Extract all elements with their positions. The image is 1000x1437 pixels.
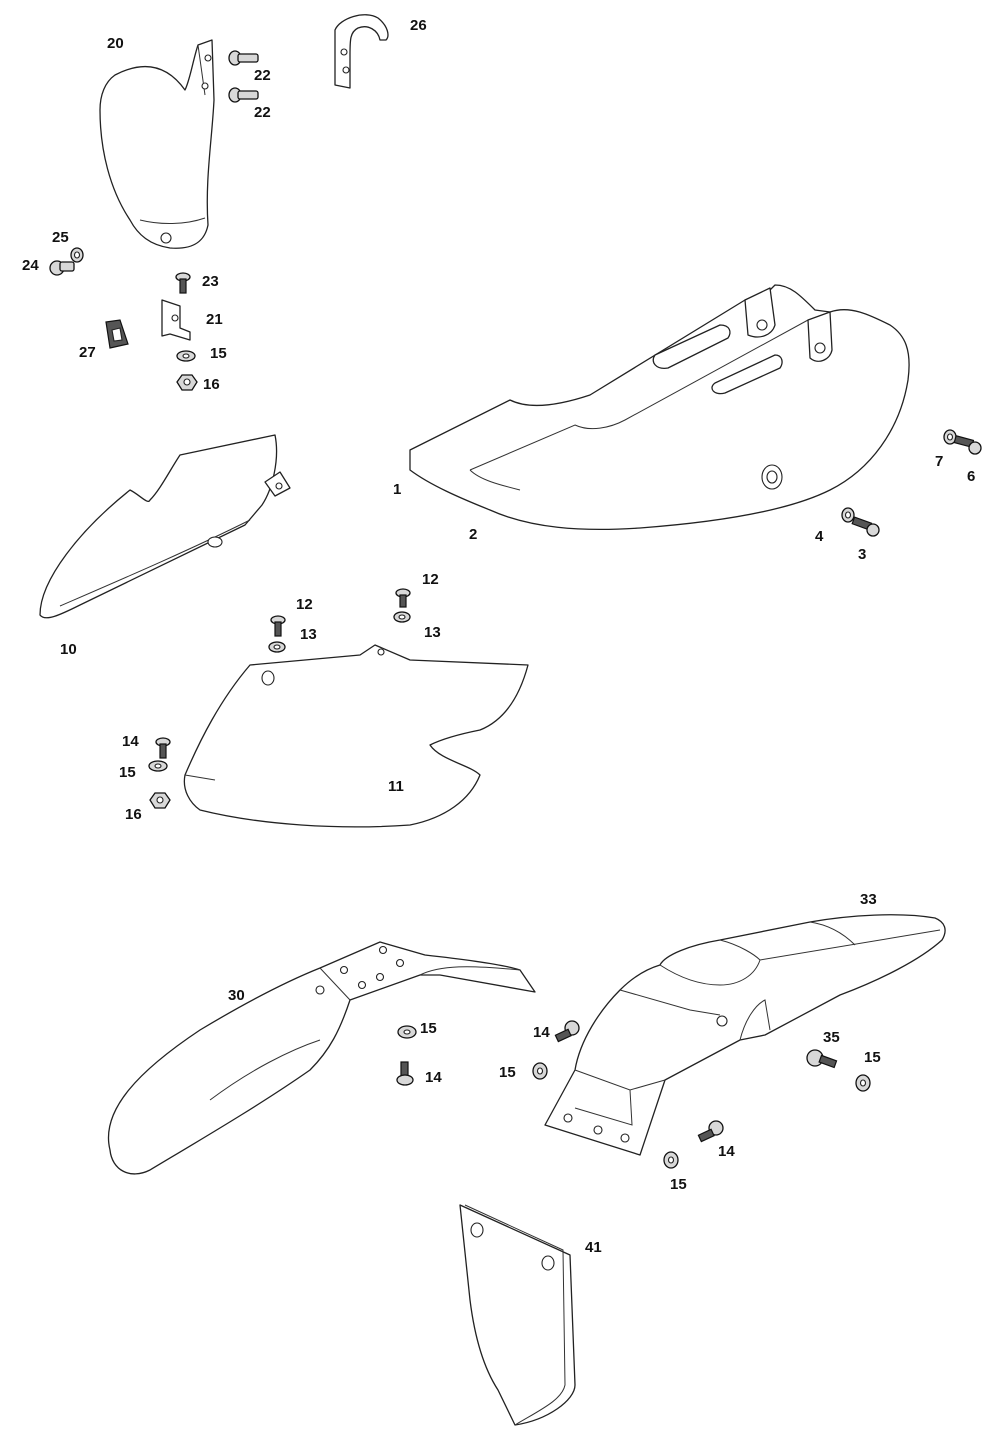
- label-33: 33: [860, 891, 877, 908]
- label-13-right: 13: [424, 624, 441, 641]
- label-14-bottom: 14: [718, 1143, 735, 1160]
- part-labels: 20 26 22 22 25 24 23 21 27 15 16 1 2 7 6…: [22, 17, 975, 1256]
- label-16-left: 16: [125, 806, 142, 823]
- bolt-3: [851, 516, 880, 537]
- nut-16-left: [149, 792, 171, 809]
- front-fender-30: [107, 941, 536, 1175]
- bolt-22-upper: [228, 50, 259, 66]
- side-panel-11: [183, 644, 529, 828]
- label-24: 24: [22, 257, 39, 274]
- label-22-upper: 22: [254, 67, 271, 84]
- label-11: 11: [388, 778, 404, 795]
- label-6: 6: [967, 468, 975, 485]
- screw-14-left: [155, 737, 171, 759]
- label-1: 1: [393, 481, 401, 498]
- washer-13-right: [393, 611, 411, 623]
- washer-15-top: [176, 350, 196, 362]
- label-26: 26: [410, 17, 427, 34]
- label-14-rear-left: 14: [533, 1024, 550, 1041]
- side-cover-1-2: [409, 284, 910, 531]
- label-27: 27: [79, 344, 96, 361]
- label-30: 30: [228, 987, 245, 1004]
- clip-27: [105, 319, 129, 349]
- label-15-rear-left: 15: [499, 1064, 516, 1081]
- label-15-bottom: 15: [670, 1176, 687, 1193]
- screw-14-rear-left: [554, 1020, 580, 1043]
- washer-25: [70, 247, 84, 263]
- label-21: 21: [206, 311, 223, 328]
- screw-14-bottom: [697, 1120, 724, 1143]
- label-13-left: 13: [300, 626, 317, 643]
- label-23: 23: [202, 273, 219, 290]
- screw-12-right: [395, 588, 411, 608]
- label-7: 7: [935, 453, 943, 470]
- washer-7: [943, 429, 957, 445]
- nut-16-top: [176, 374, 198, 391]
- label-14-left: 14: [122, 733, 139, 750]
- label-41: 41: [585, 1239, 602, 1256]
- washer-15-rear-left: [532, 1062, 548, 1080]
- clamp-26: [334, 14, 389, 89]
- label-25: 25: [52, 229, 69, 246]
- bolt-24: [49, 260, 75, 276]
- label-3: 3: [858, 546, 866, 563]
- screw-14-center: [396, 1061, 414, 1086]
- rear-fender-33: [544, 914, 946, 1156]
- label-35: 35: [823, 1029, 840, 1046]
- label-2: 2: [469, 526, 477, 543]
- label-20: 20: [107, 35, 124, 52]
- washer-4: [841, 507, 855, 523]
- washer-13-left: [268, 641, 286, 653]
- bolt-6: [953, 435, 982, 455]
- label-15-center: 15: [420, 1020, 437, 1037]
- label-15-top: 15: [210, 345, 227, 362]
- label-15-rear-right: 15: [864, 1049, 881, 1066]
- label-10: 10: [60, 641, 77, 658]
- washer-15-left: [148, 760, 168, 772]
- label-12-right: 12: [422, 571, 439, 588]
- bracket-21: [161, 299, 191, 341]
- washer-15-center: [397, 1025, 417, 1039]
- mud-flap-41: [459, 1204, 576, 1426]
- bolt-22-lower: [228, 87, 259, 103]
- number-plate-20: [99, 39, 215, 249]
- screw-23: [175, 272, 191, 294]
- label-12-left: 12: [296, 596, 313, 613]
- label-14-center: 14: [425, 1069, 442, 1086]
- shroud-10: [39, 434, 291, 619]
- washer-15-rear-right: [855, 1074, 871, 1092]
- washer-15-bottom: [663, 1151, 679, 1169]
- screw-12-left: [270, 615, 286, 637]
- label-4: 4: [815, 528, 824, 545]
- bolt-35: [806, 1049, 838, 1069]
- label-16-top: 16: [203, 376, 220, 393]
- label-22-lower: 22: [254, 104, 271, 121]
- label-15-left: 15: [119, 764, 136, 781]
